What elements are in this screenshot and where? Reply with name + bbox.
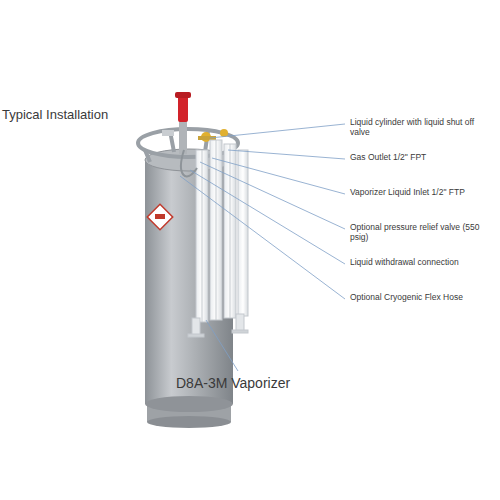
- product-label: D8A-3M Vaporizer: [176, 375, 290, 391]
- cylinder-collar: [138, 129, 238, 162]
- callout-label: Liquid cylinder with liquid shut off val…: [350, 118, 495, 138]
- callout-label: Liquid withdrawal connection: [350, 258, 495, 268]
- callout-label: Vaporizer Liquid Inlet 1/2" FTP: [350, 188, 495, 198]
- leader-lines: [180, 124, 345, 371]
- callout-label: Optional Cryogenic Flex Hose: [350, 293, 495, 303]
- hazard-placard: [147, 204, 172, 229]
- callout-label: Gas Outlet 1/2" FPT: [350, 153, 495, 163]
- callout-label: Optional pressure relief valve (550 psig…: [350, 223, 495, 243]
- diagram-title: Typical Installation: [2, 107, 108, 122]
